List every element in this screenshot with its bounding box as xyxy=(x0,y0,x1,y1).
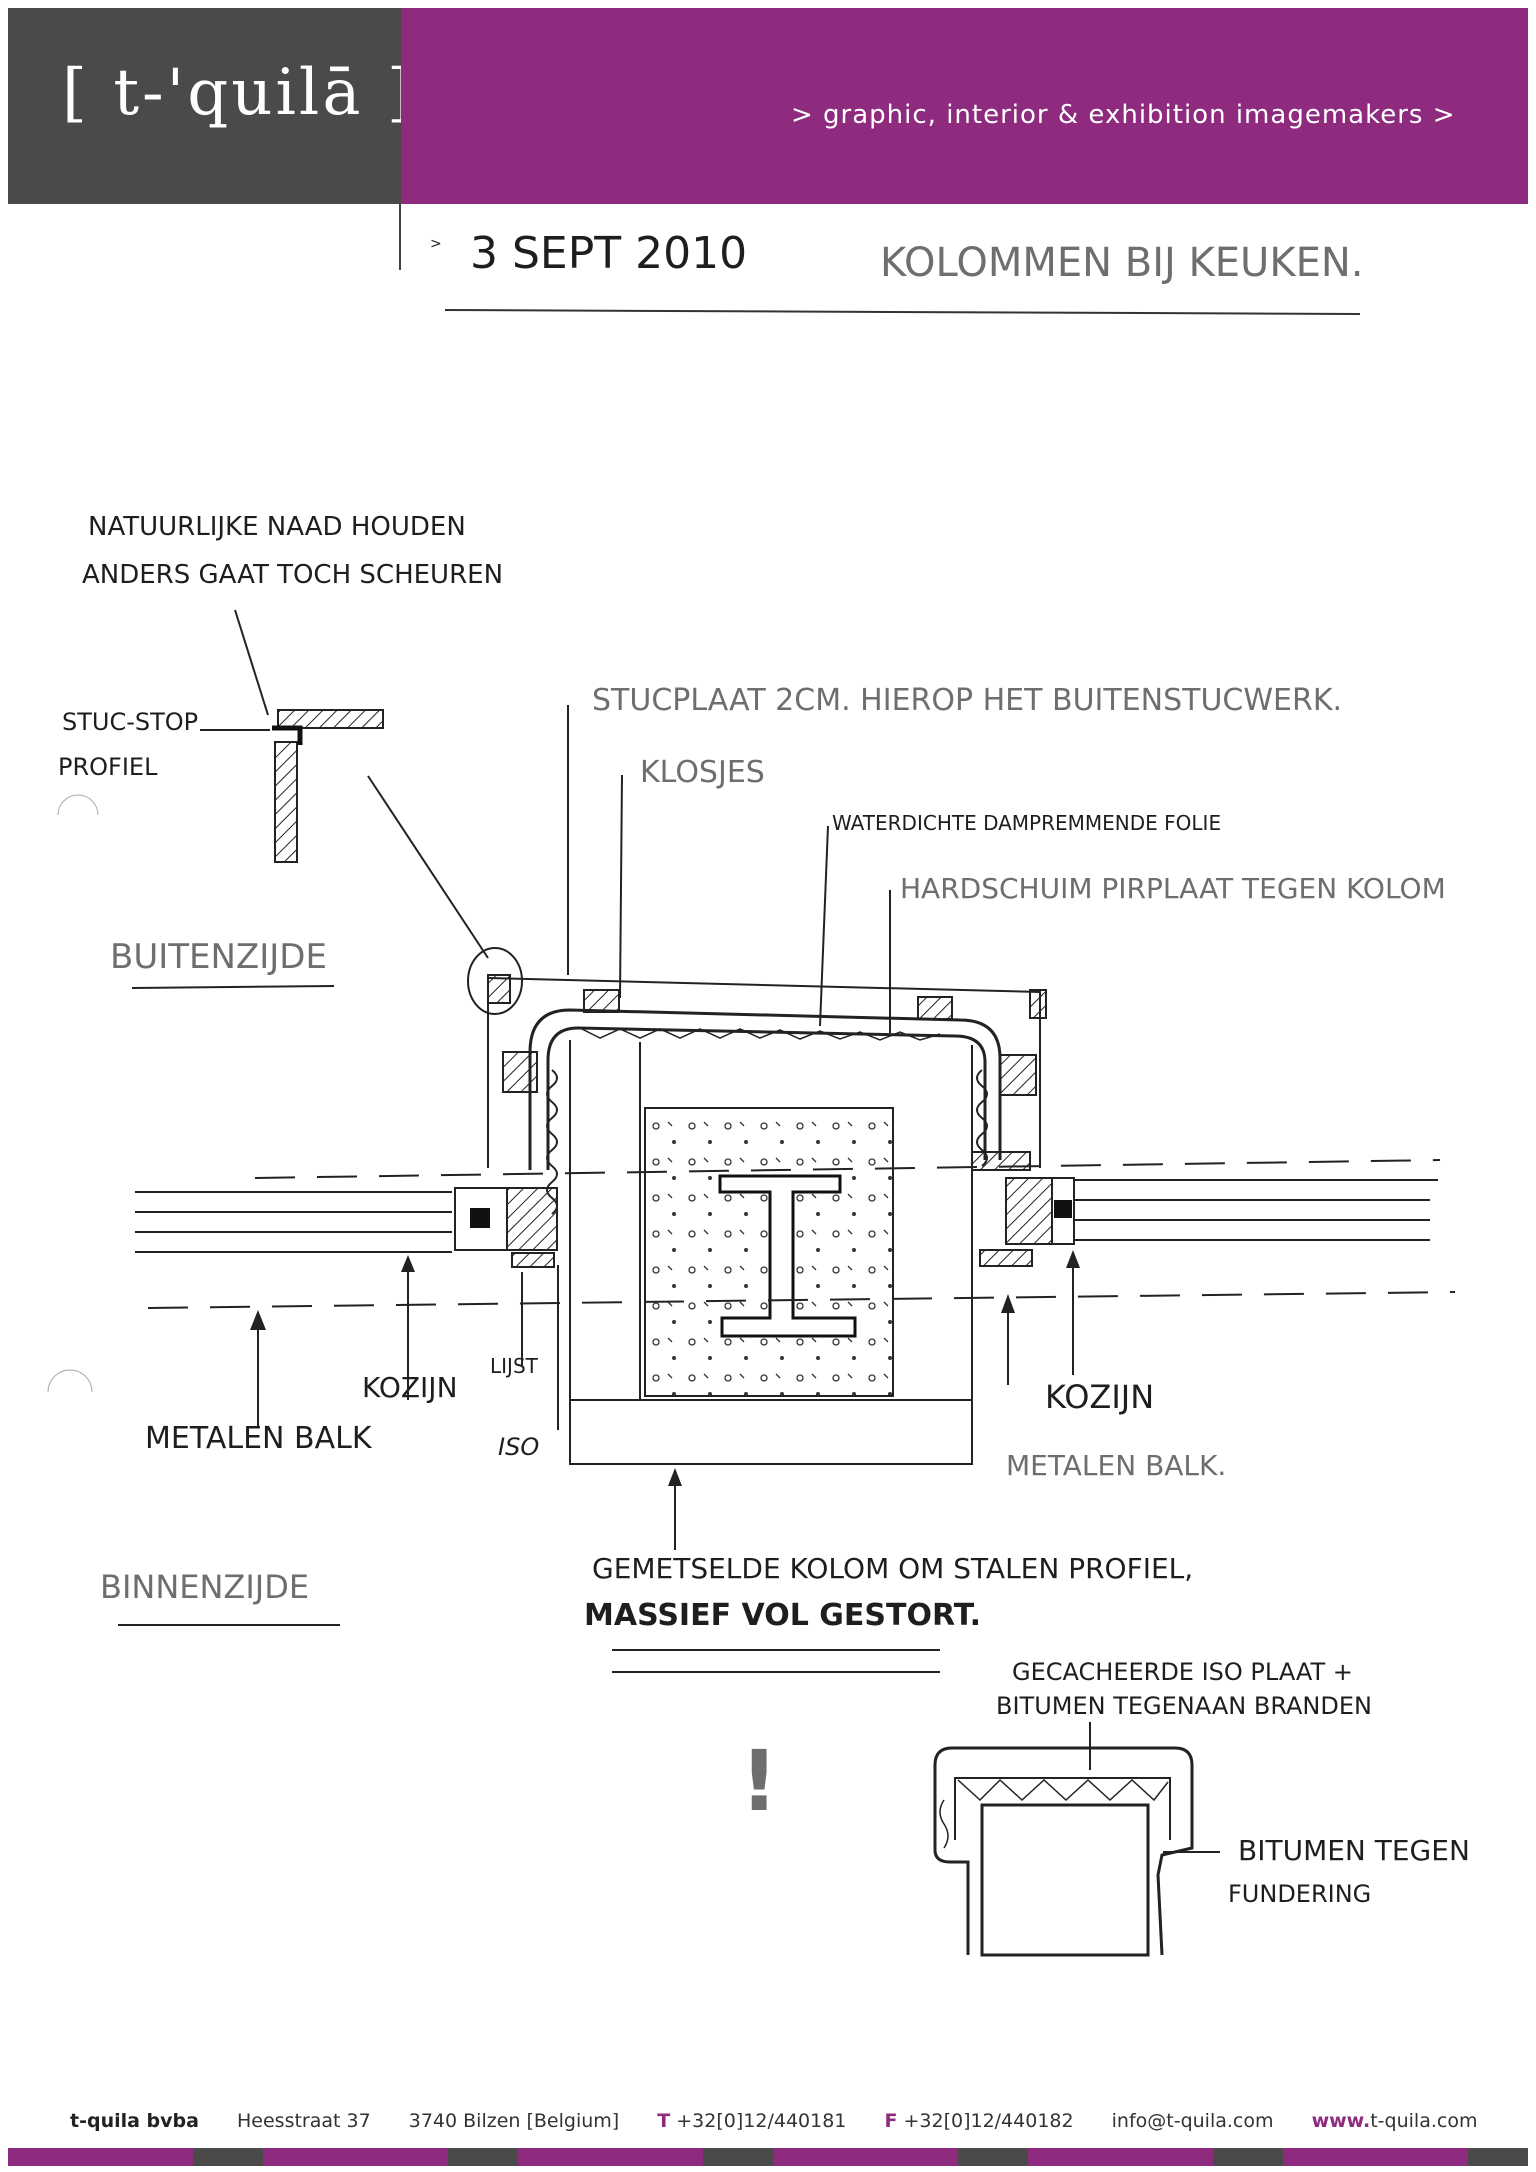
stuc-stop-profile xyxy=(274,741,298,863)
metalen-balk-top xyxy=(254,1159,1441,1179)
label-buitenzijde: BUITENZIJDE xyxy=(110,937,327,977)
pir-shell-inner xyxy=(546,1026,987,1170)
footer-phone-prefix: T xyxy=(657,2110,671,2132)
kozijn-left-seal xyxy=(470,1208,490,1228)
footer-website[interactable]: www.t-quila.com xyxy=(1312,2110,1478,2132)
foundation-core xyxy=(980,1803,1150,1957)
column-base xyxy=(569,1399,973,1465)
footer-web-domain: t-quila.com xyxy=(1370,2110,1478,2132)
label-klosjes: KLOSJES xyxy=(640,755,765,790)
label-kolom-1: GEMETSELDE KOLOM OM STALEN PROFIEL, xyxy=(592,1552,1193,1585)
label-iso-plaat-1: GECACHEERDE ISO PLAAT + xyxy=(1012,1658,1353,1686)
label-bitumen-2: FUNDERING xyxy=(1228,1880,1371,1908)
pir-shell-outer xyxy=(528,1008,1002,1170)
klosje-top-left xyxy=(583,989,620,1013)
exclamation-mark: ! xyxy=(740,1732,778,1830)
footer-street: Heesstraat 37 xyxy=(237,2110,371,2132)
header-divider xyxy=(399,204,401,270)
footer-phone: +32[0]12/440181 xyxy=(676,2110,847,2132)
footer-email[interactable]: info@t-quila.com xyxy=(1111,2110,1274,2132)
label-kozijn-right: KOZIJN xyxy=(1045,1378,1154,1416)
footer-city: 3740 Bilzen [Belgium] xyxy=(408,2110,620,2132)
logo: [ t-'quilā ] xyxy=(62,56,415,130)
label-metalen-balk-right: METALEN BALK. xyxy=(1006,1449,1226,1482)
note-underline xyxy=(444,309,1361,315)
footer-company: t-quila bvba xyxy=(70,2110,199,2132)
footer-stripe xyxy=(8,2148,1528,2166)
label-stuc-stop-profiel: PROFIEL xyxy=(58,753,158,781)
footer: t-quila bvba Heesstraat 37 3740 Bilzen [… xyxy=(70,2110,1509,2132)
label-lijst: LIJST xyxy=(490,1354,539,1378)
klosje-top-right xyxy=(917,996,953,1020)
label-metalen-balk-left: METALEN BALK xyxy=(145,1421,373,1456)
kozijn-left-hatch xyxy=(506,1187,558,1251)
tagline: > graphic, interior & exhibition imagema… xyxy=(791,100,1456,130)
kozijn-right-hatch xyxy=(1005,1177,1053,1245)
note-subject: KOLOMMEN BIJ KEUKEN. xyxy=(880,240,1363,286)
label-folie: WATERDICHTE DAMPREMMENDE FOLIE xyxy=(832,811,1221,835)
steel-i-profile xyxy=(718,1174,857,1338)
label-iso: ISO xyxy=(498,1433,539,1461)
label-bitumen-1: BITUMEN TEGEN xyxy=(1238,1834,1470,1867)
seam-leader xyxy=(234,609,269,716)
note-marker: > xyxy=(430,236,442,252)
label-stuc-stop: STUC-STOP xyxy=(62,708,198,736)
klosje-right xyxy=(999,1054,1037,1096)
footer-fax-prefix: F xyxy=(884,2110,898,2132)
label-kozijn-left: KOZIJN xyxy=(362,1371,458,1404)
label-iso-plaat-2: BITUMEN TEGENAAN BRANDEN xyxy=(996,1692,1372,1720)
label-natural-seam-1: NATUURLIJKE NAAD HOUDEN xyxy=(88,512,466,542)
footer-fax: +32[0]12/440182 xyxy=(903,2110,1074,2132)
buitenzijde-underline xyxy=(131,985,335,989)
label-pir: HARDSCHUIM PIRPLAAT TEGEN KOLOM xyxy=(900,872,1446,905)
label-binnenzijde: BINNENZIJDE xyxy=(100,1568,309,1606)
label-stucplaat: STUCPLAAT 2CM. HIEROP HET BUITENSTUCWERK… xyxy=(592,683,1342,718)
metalen-balk-bottom xyxy=(147,1291,1456,1309)
foundation-outer xyxy=(933,1746,1194,1956)
note-date: 3 SEPT 2010 xyxy=(470,228,747,279)
label-kolom-2: MASSIEF VOL GESTORT. xyxy=(584,1598,981,1633)
klosje-left xyxy=(502,1051,538,1093)
logo-block: [ t-'quilā ] xyxy=(8,8,412,204)
label-natural-seam-2: ANDERS GAAT TOCH SCHEUREN xyxy=(82,560,503,590)
brand-banner: > graphic, interior & exhibition imagema… xyxy=(401,8,1528,204)
footer-fax-group: F +32[0]12/440182 xyxy=(884,2110,1073,2132)
detail-circle xyxy=(467,947,523,1015)
footer-phone-group: T +32[0]12/440181 xyxy=(657,2110,846,2132)
footer-web-prefix: www. xyxy=(1311,2110,1371,2132)
stuc-stop-cap xyxy=(277,709,384,729)
